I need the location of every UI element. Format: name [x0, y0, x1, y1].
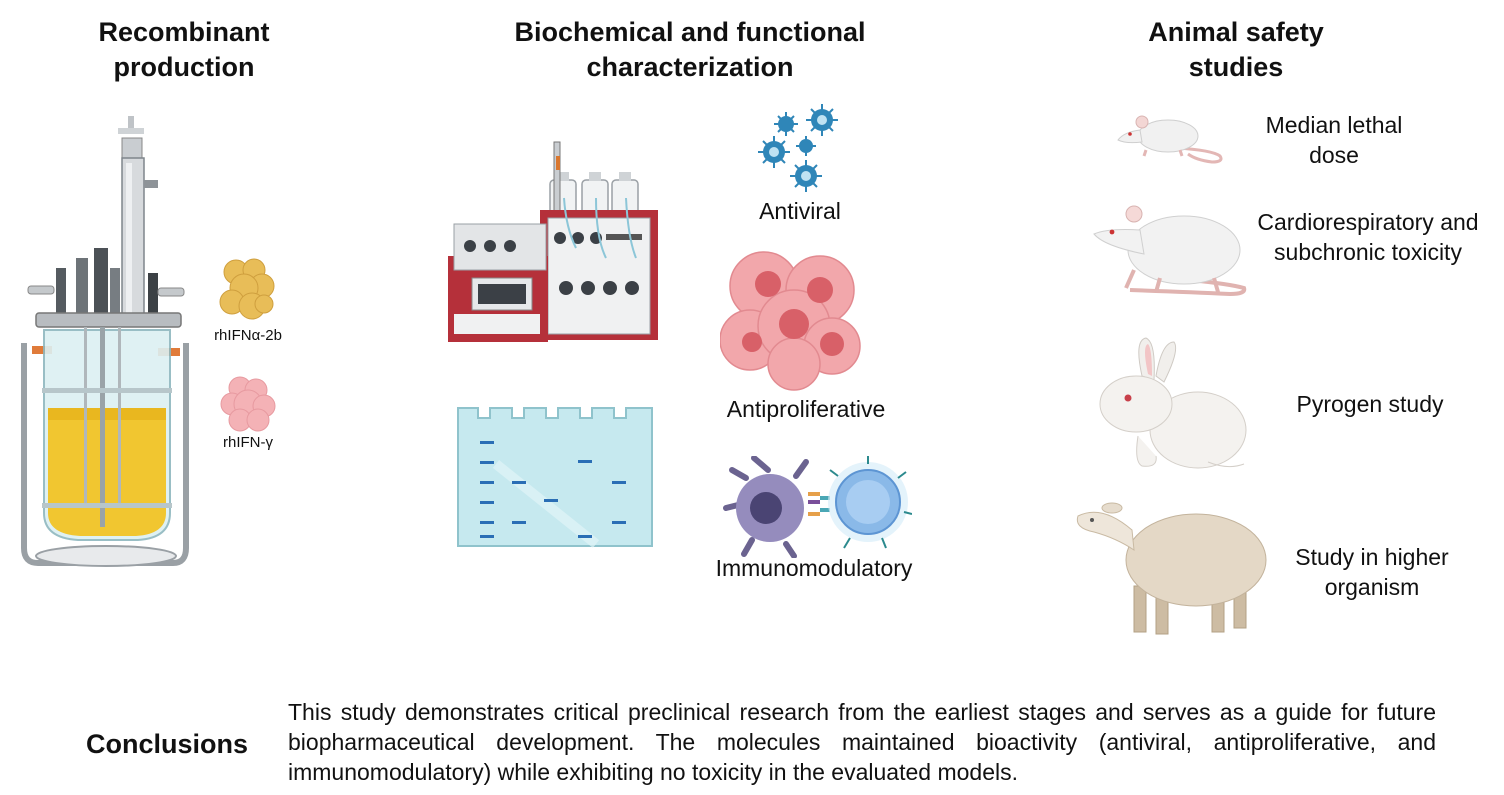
- tumor-cells-icon: [720, 251, 861, 391]
- heading-biochemical-characterization: Biochemical and functional characterizat…: [490, 15, 890, 85]
- higher-organism-study-label: Study in higher organism: [1272, 542, 1472, 602]
- immunomodulatory-label: Immunomodulatory: [715, 555, 913, 581]
- immune-cells-icon: [723, 456, 912, 558]
- mouse-icon: [1117, 115, 1223, 164]
- heading-line: studies: [1188, 52, 1284, 82]
- heading-line: characterization: [586, 52, 794, 82]
- virus-icon: [758, 104, 838, 192]
- ld50-label: Median lethal dose: [1234, 110, 1434, 170]
- electrophoresis-gel-icon: [457, 407, 653, 548]
- label-line: organism: [1324, 574, 1420, 600]
- label-line: subchronic toxicity: [1274, 239, 1462, 265]
- heading-line: production: [113, 52, 255, 82]
- sheep-icon: [1076, 502, 1267, 635]
- rat-icon: [1093, 205, 1247, 297]
- heading-line: Animal safety: [1148, 17, 1324, 47]
- label-line: Median lethal: [1265, 112, 1403, 138]
- conclusions-label: Conclusions: [86, 729, 249, 759]
- pyrogen-study-label: Pyrogen study: [1296, 391, 1444, 417]
- heading-recombinant-production: Recombinant production: [84, 15, 284, 85]
- ifn-alpha-protein-icon: [219, 258, 275, 320]
- chromatography-system-icon: [448, 141, 658, 342]
- conclusions-text: This study demonstrates critical preclin…: [288, 699, 1436, 785]
- ifn-alpha-label: rhIFNα-2b: [214, 327, 282, 344]
- ifn-gamma-protein-icon: [220, 376, 276, 432]
- bioreactor-icon: [21, 116, 189, 567]
- rabbit-icon: [1099, 337, 1247, 469]
- label-line: Cardiorespiratory and: [1257, 209, 1479, 235]
- label-line: dose: [1309, 142, 1359, 168]
- ifn-gamma-label: rhIFN-γ: [223, 434, 273, 451]
- antiproliferative-label: Antiproliferative: [726, 396, 886, 422]
- heading-line: Biochemical and functional: [514, 17, 866, 47]
- cardiorespiratory-toxicity-label: Cardiorespiratory and subchronic toxicit…: [1240, 207, 1496, 267]
- antiviral-label: Antiviral: [759, 198, 841, 224]
- heading-line: Recombinant: [98, 17, 270, 47]
- label-line: Study in higher: [1295, 544, 1449, 570]
- heading-animal-safety-studies: Animal safety studies: [1116, 15, 1356, 85]
